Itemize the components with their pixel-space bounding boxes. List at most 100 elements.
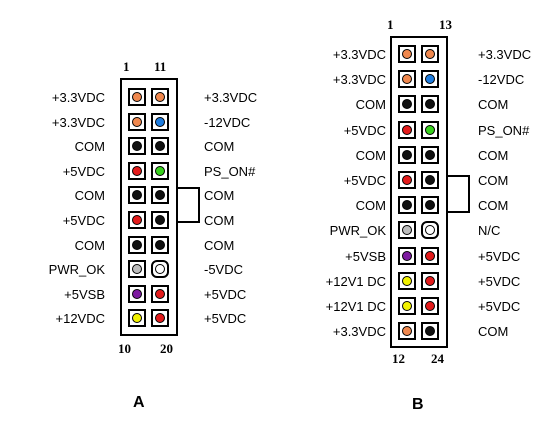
pin-right-3-black [151, 137, 169, 156]
pin-left-10-yellow [398, 271, 416, 290]
pin-label-right: +5VDC [478, 248, 521, 264]
pin-label-left: +5VSB [64, 286, 105, 302]
pin-label-right: +5VDC [478, 273, 521, 289]
pin-number-1: 1 [387, 17, 394, 32]
pin-number-20: 20 [160, 341, 173, 356]
pin-right-9-red [421, 246, 439, 265]
pin-left-12-orange [398, 322, 416, 341]
pin-label-right: +3.3VDC [204, 90, 258, 105]
pin-label-left: +3.3VDC [332, 72, 386, 88]
pin-label-left: +12VDC [55, 311, 106, 327]
pin-label-left: +5VDC [62, 213, 105, 228]
pin-right-4-green [421, 120, 439, 139]
pin-left-2-orange [128, 112, 146, 131]
pin-label-right: PS_ON# [204, 163, 256, 179]
pin-label-left: +3.3VDC [332, 324, 386, 340]
pin-left-4-red [398, 120, 416, 139]
pin-label-left: +5VSB [345, 248, 386, 264]
pin-label-left: +5VDC [343, 122, 386, 138]
pin-left-10-yellow [128, 309, 146, 328]
pin-number-12: 12 [392, 351, 405, 366]
pin-label-right: COM [204, 213, 235, 228]
pin-right-6-black [421, 171, 439, 189]
pin-label-left: PWR_OK [48, 262, 105, 278]
pin-left-11-yellow [398, 297, 416, 315]
pin-right-1-orange [421, 45, 439, 63]
pin-left-5-black [398, 145, 416, 164]
pin-number-13: 13 [439, 17, 452, 32]
pin-left-6-red [128, 211, 146, 229]
pin-left-3-black [128, 137, 146, 156]
pin-left-8-gray [398, 221, 416, 240]
pin-right-5-black [421, 145, 439, 164]
pin-label-left: +12V1 DC [325, 299, 386, 314]
pin-left-3-black [398, 95, 416, 114]
pin-right-4-green [151, 161, 169, 180]
pin-label-right: +5VDC [204, 286, 247, 302]
pin-label-right: COM [204, 139, 235, 155]
pin-left-1-orange [398, 45, 416, 63]
pin-right-11-red [421, 297, 439, 315]
pin-label-right: +5VDC [478, 299, 521, 314]
pin-label-right: PS_ON# [478, 122, 530, 138]
pin-label-left: +3.3VDC [51, 114, 105, 130]
pin-right-1-orange [151, 88, 169, 106]
pin-label-left: COM [355, 198, 386, 214]
pin-right-10-red [151, 309, 169, 328]
pin-right-6-black [151, 211, 169, 229]
pin-label-right: COM [478, 198, 509, 214]
pin-number-11: 11 [154, 59, 167, 74]
pin-label-left: +3.3VDC [51, 90, 105, 105]
pin-left-5-black [128, 186, 146, 205]
pin-number-10: 10 [118, 341, 131, 356]
pin-right-7-black [421, 196, 439, 215]
connector-a-latch [176, 187, 200, 223]
pin-label-left: +5VDC [62, 163, 105, 179]
pin-left-9-purple [128, 284, 146, 303]
pin-label-right: +5VDC [204, 311, 247, 327]
pin-label-right: -5VDC [204, 262, 244, 278]
pin-left-9-purple [398, 246, 416, 265]
pin-left-8-gray [128, 260, 146, 279]
pin-left-7-black [128, 235, 146, 254]
pin-right-8-white [421, 221, 439, 240]
pin-number-1: 1 [123, 59, 130, 74]
pin-left-4-red [128, 161, 146, 180]
pin-right-2-blue [421, 70, 439, 89]
pin-label-right: +3.3VDC [478, 47, 532, 62]
pin-label-right: N/C [478, 223, 501, 239]
connector-b-latch [446, 175, 470, 213]
pin-label-left: +5VDC [343, 173, 386, 188]
pin-label-left: COM [74, 237, 105, 253]
pin-label-right: COM [204, 237, 235, 253]
pin-right-10-red [421, 271, 439, 290]
pin-label-left: COM [74, 188, 105, 204]
caption-a: A [133, 394, 145, 411]
pin-left-2-orange [398, 70, 416, 89]
pin-label-left: COM [74, 139, 105, 155]
pin-label-left: +3.3VDC [332, 47, 386, 62]
pin-right-5-black [151, 186, 169, 205]
pin-right-7-black [151, 235, 169, 254]
caption-b: B [412, 396, 424, 413]
pin-label-right: COM [204, 188, 235, 204]
pin-right-9-red [151, 284, 169, 303]
pin-label-right: -12VDC [204, 114, 251, 130]
pin-label-right: COM [478, 324, 509, 340]
pin-label-left: +12V1 DC [325, 273, 386, 289]
pin-left-7-black [398, 196, 416, 215]
pin-right-3-black [421, 95, 439, 114]
pin-label-right: COM [478, 97, 509, 113]
pin-label-right: COM [478, 173, 509, 188]
pin-label-right: COM [478, 147, 509, 163]
pin-label-left: COM [355, 147, 386, 163]
pin-right-8-white [151, 260, 169, 279]
pin-left-1-orange [128, 88, 146, 106]
pin-right-2-blue [151, 112, 169, 131]
pin-label-left: PWR_OK [329, 223, 386, 239]
pin-right-12-black [421, 322, 439, 341]
pin-label-left: COM [355, 97, 386, 113]
pin-left-6-red [398, 171, 416, 189]
pin-label-right: -12VDC [478, 72, 525, 88]
pin-number-24: 24 [431, 351, 444, 366]
